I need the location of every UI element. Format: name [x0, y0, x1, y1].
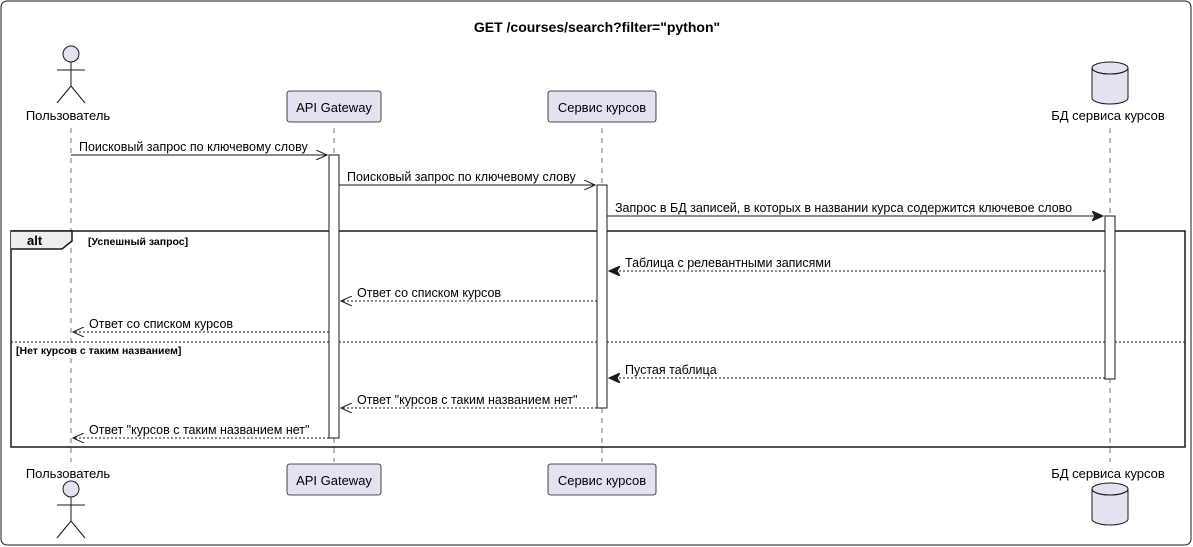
participant-service-label: Сервис курсов	[558, 473, 646, 488]
participant-service-label: Сервис курсов	[558, 100, 646, 115]
message-7: Пустая таблица	[609, 363, 1105, 378]
message-9: Ответ "курсов с таким названием нет"	[73, 423, 329, 438]
participant-db-top: БД сервиса курсов	[1051, 61, 1165, 123]
participant-user-label: Пользователь	[26, 108, 111, 123]
alt-guard-empty: [Нет курсов с таким названием]	[16, 345, 181, 357]
message-9-label: Ответ "курсов с таким названием нет"	[89, 423, 309, 437]
message-1-label: Поисковый запрос по ключевому слову	[79, 140, 308, 154]
activation-db	[1104, 215, 1116, 380]
message-5-label: Ответ со списком курсов	[357, 286, 501, 300]
message-3-label: Запрос в БД записей, в которых в названи…	[615, 201, 1072, 215]
participant-gateway-top: API Gateway	[286, 90, 382, 123]
participant-gateway-bottom: API Gateway	[286, 463, 382, 496]
participant-db-bottom: БД сервиса курсов	[1051, 466, 1165, 526]
message-3: Запрос в БД записей, в которых в названи…	[607, 201, 1103, 216]
participant-user-top: Пользователь	[26, 45, 111, 123]
database-icon	[1091, 61, 1129, 105]
message-2-label: Поисковый запрос по ключевому слову	[347, 170, 576, 184]
actor-icon	[56, 45, 86, 104]
message-1: Поисковый запрос по ключевому слову	[71, 140, 327, 155]
participant-service-top: Сервис курсов	[547, 90, 657, 123]
participant-service-bottom: Сервис курсов	[547, 463, 657, 496]
participant-gateway-label: API Gateway	[296, 473, 372, 488]
message-5: Ответ со списком курсов	[341, 286, 597, 301]
alt-operator: alt	[27, 233, 43, 248]
message-6-label: Ответ со списком курсов	[89, 317, 233, 331]
message-6: Ответ со списком курсов	[73, 317, 329, 332]
diagram-title: GET /courses/search?filter="python"	[474, 19, 720, 35]
actor-icon	[56, 480, 86, 539]
activation-gateway	[328, 154, 340, 439]
participant-user-bottom: Пользователь	[26, 466, 111, 539]
message-8: Ответ "курсов с таким названием нет"	[341, 393, 597, 408]
participant-user-label: Пользователь	[26, 466, 111, 481]
alt-guard-success: [Успешный запрос]	[88, 236, 188, 248]
message-7-label: Пустая таблица	[625, 363, 717, 377]
message-2: Поисковый запрос по ключевому слову	[339, 170, 595, 185]
participant-gateway-label: API Gateway	[296, 100, 372, 115]
participant-db-label: БД сервиса курсов	[1051, 466, 1165, 481]
activation-service	[596, 184, 608, 409]
message-8-label: Ответ "курсов с таким названием нет"	[357, 393, 577, 407]
database-icon	[1091, 482, 1129, 526]
participant-db-label: БД сервиса курсов	[1051, 108, 1165, 123]
message-4-label: Таблица с релевантными записями	[625, 256, 831, 270]
message-4: Таблица с релевантными записями	[609, 256, 1105, 271]
